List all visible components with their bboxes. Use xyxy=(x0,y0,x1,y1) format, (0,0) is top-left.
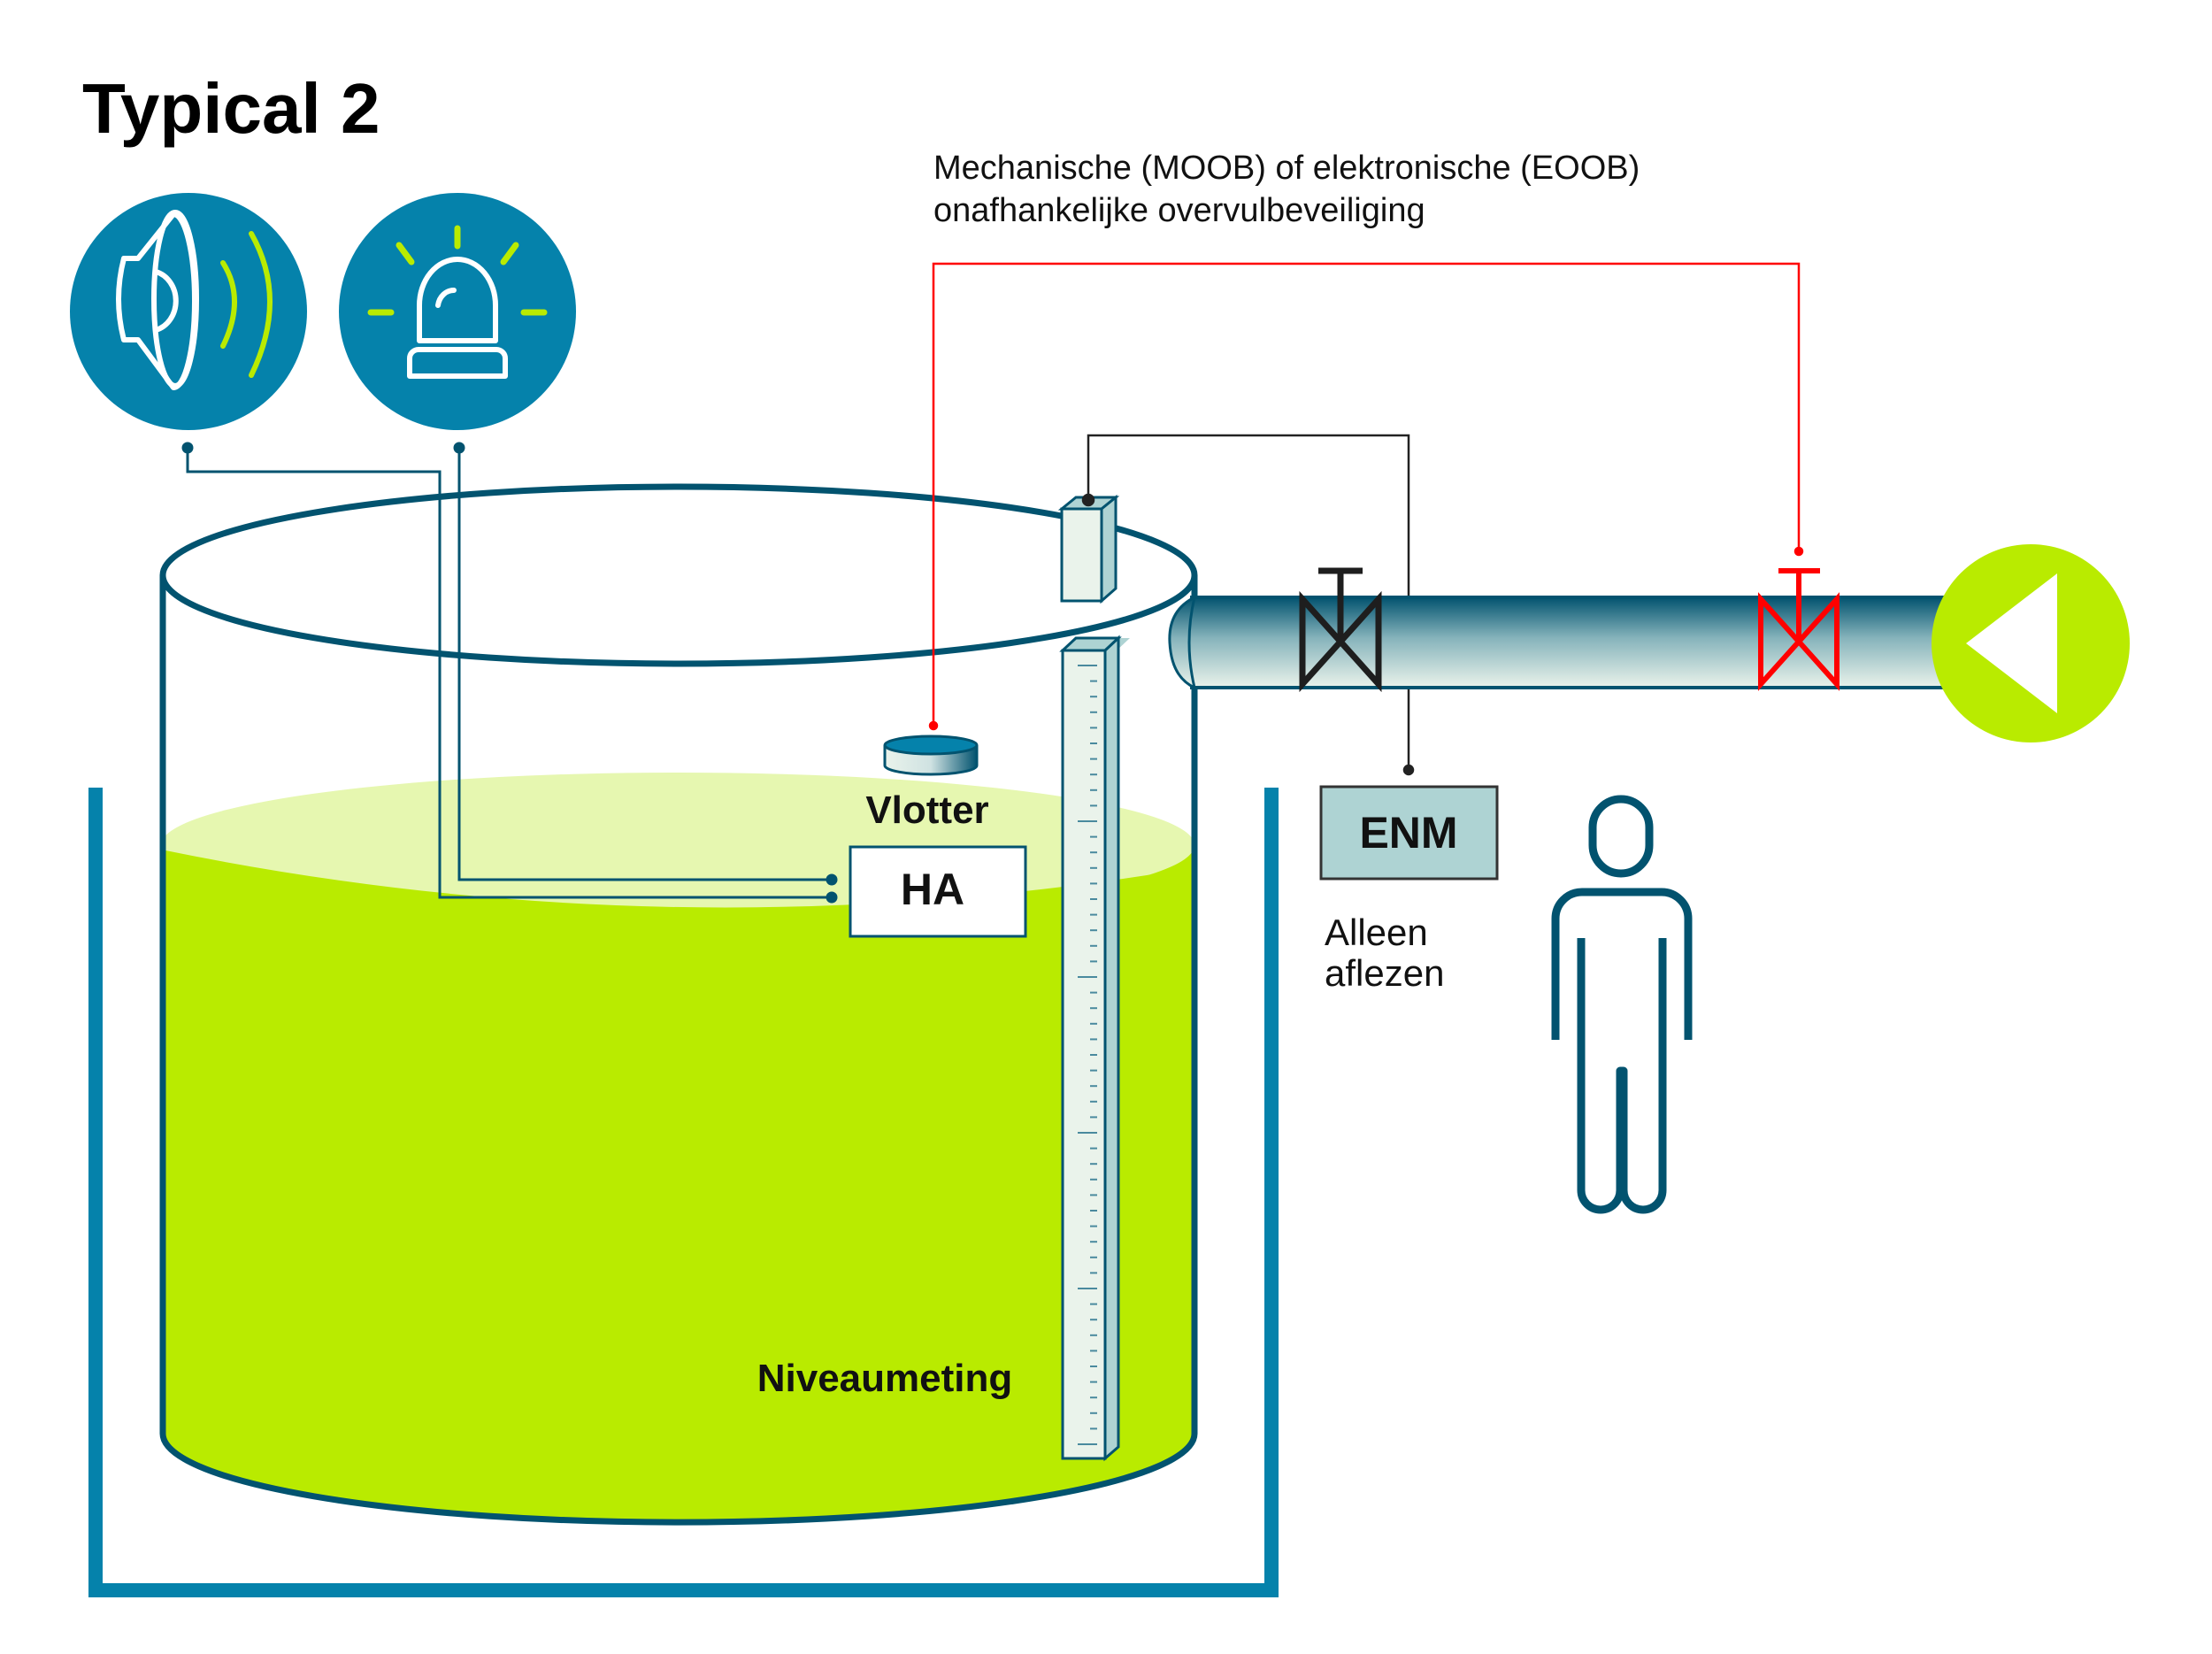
read-only-label-line-2: aflezen xyxy=(1325,952,1444,994)
read-only-label-line-1: Alleen xyxy=(1325,912,1428,953)
float-label: Vlotter xyxy=(865,789,988,832)
enm-label: ENM xyxy=(1359,808,1457,858)
manual-valve xyxy=(1299,567,1382,693)
storage-tank xyxy=(159,483,1198,1526)
tank-liquid xyxy=(163,773,1194,1523)
enm-box: ENM xyxy=(1319,785,1499,881)
high-alarm-label: HA xyxy=(901,865,964,914)
page-title: Typical 2 xyxy=(82,69,380,148)
speaker-icon xyxy=(70,193,307,430)
level-gauge xyxy=(1059,635,1130,1462)
containment-bund xyxy=(88,788,1279,1597)
overfill-signal-line xyxy=(928,262,1804,731)
overfill-valve xyxy=(1758,568,1839,691)
annotation-line-1: Mechanische (MOOB) of elektronische (EOO… xyxy=(933,150,1640,187)
level-transmitter xyxy=(1057,494,1120,604)
high-alarm-box: HA xyxy=(849,845,1027,938)
person-icon xyxy=(1551,795,1693,1214)
pump-icon xyxy=(1932,544,2130,742)
fill-pipe xyxy=(1168,596,1951,689)
annotation-line-2: onafhankelijke overvulbeveiliging xyxy=(933,192,1425,229)
alarm-wiring xyxy=(181,442,838,904)
siren-icon xyxy=(339,193,576,430)
level-measurement-label: Niveaumeting xyxy=(757,1357,1013,1400)
float xyxy=(883,735,979,776)
